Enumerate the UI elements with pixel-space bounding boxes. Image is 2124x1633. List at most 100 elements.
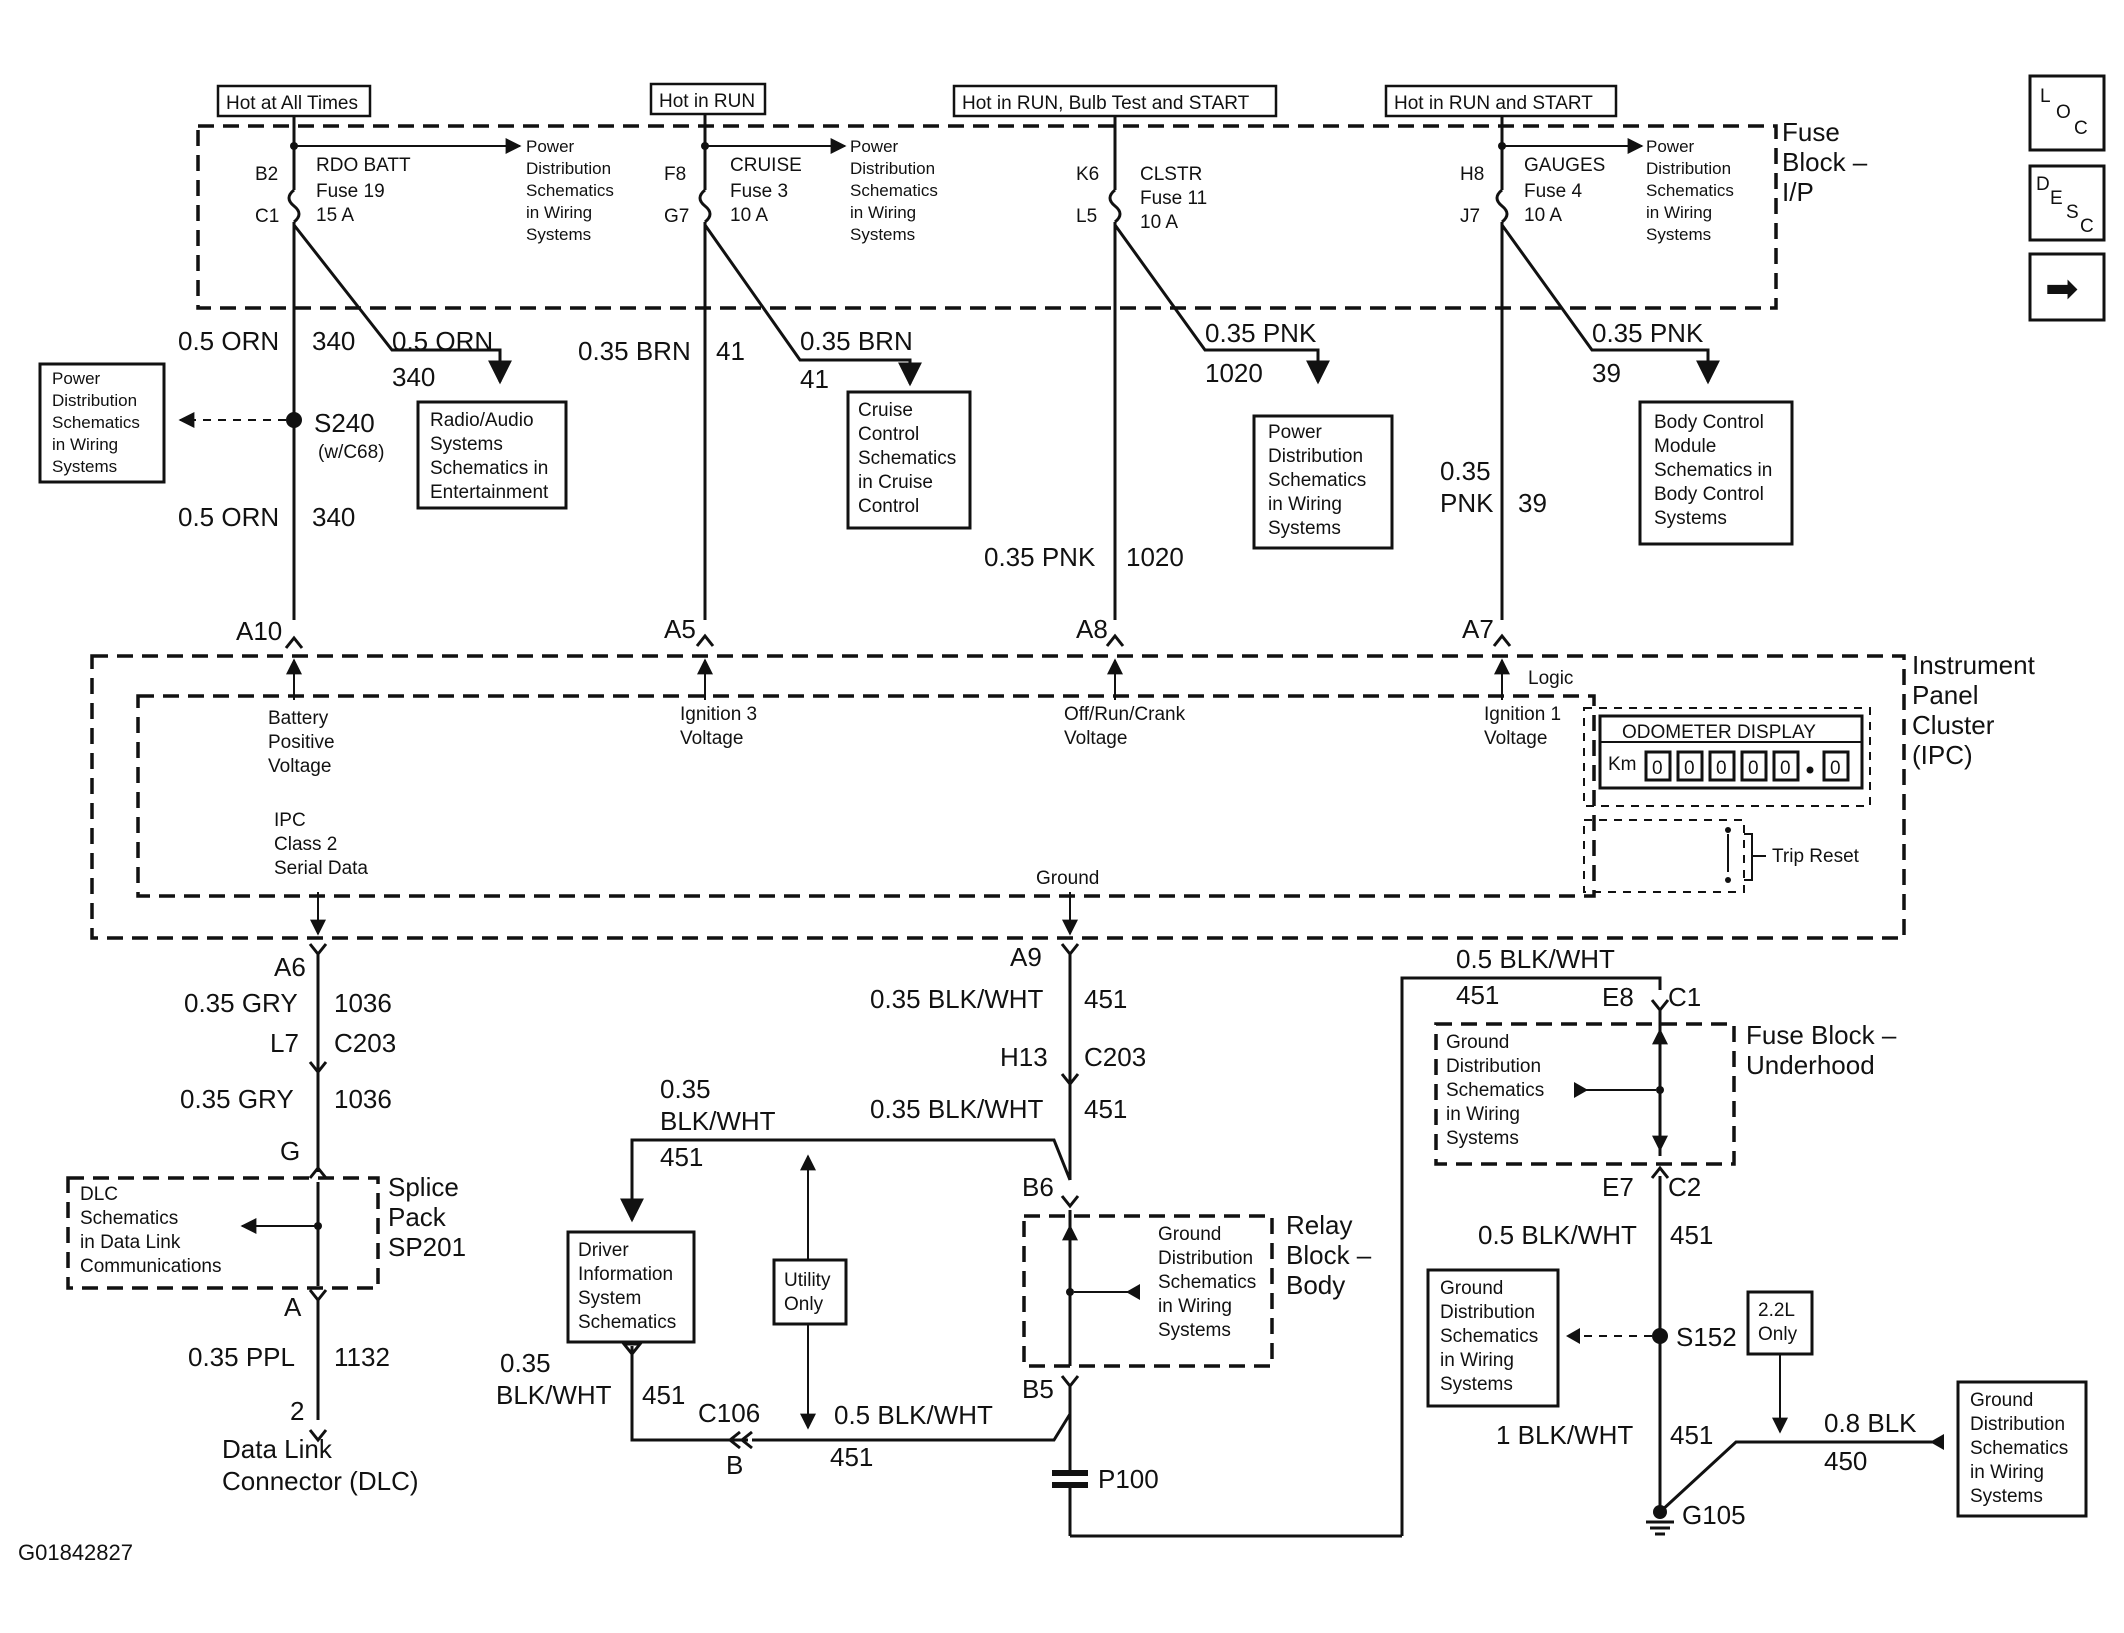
svg-text:Driver: Driver xyxy=(578,1240,629,1261)
svg-text:Schematics: Schematics xyxy=(52,413,140,432)
svg-text:Serial Data: Serial Data xyxy=(274,858,368,879)
loc-button[interactable]: L O C xyxy=(2028,74,2106,152)
box-bcm: Body Control Module Schematics in Body C… xyxy=(1638,400,1794,546)
ipc-outputs xyxy=(310,892,1078,936)
odometer-digit-box xyxy=(1644,750,1672,782)
svg-text:451: 451 xyxy=(1670,1420,1713,1450)
box-pd-left: Power Distribution Schematics in Wiring … xyxy=(38,362,166,484)
svg-text:Schematics in: Schematics in xyxy=(430,458,548,479)
svg-text:A9: A9 xyxy=(1010,942,1042,972)
svg-text:Block –: Block – xyxy=(1782,147,1868,177)
header-hot-run-bulb-start: Hot in RUN, Bulb Test and START xyxy=(962,93,1250,114)
svg-text:Systems: Systems xyxy=(52,457,117,476)
svg-text:Radio/Audio: Radio/Audio xyxy=(430,410,534,431)
svg-text:0.35 PPL: 0.35 PPL xyxy=(188,1342,295,1372)
svg-text:Schematics: Schematics xyxy=(1446,1080,1544,1101)
svg-text:Schematics in: Schematics in xyxy=(1654,460,1772,481)
svg-text:Voltage: Voltage xyxy=(1064,728,1127,749)
svg-text:C203: C203 xyxy=(334,1028,396,1058)
svg-text:1132: 1132 xyxy=(334,1342,390,1372)
svg-text:Power: Power xyxy=(850,137,899,156)
svg-text:10 A: 10 A xyxy=(730,205,768,226)
svg-text:451: 451 xyxy=(830,1442,873,1472)
svg-text:Class 2: Class 2 xyxy=(274,834,337,855)
svg-text:C106: C106 xyxy=(698,1398,760,1428)
svg-text:451: 451 xyxy=(1670,1220,1713,1250)
svg-text:Panel: Panel xyxy=(1912,680,1979,710)
svg-text:Distribution: Distribution xyxy=(1646,159,1731,178)
svg-text:in Wiring: in Wiring xyxy=(850,203,916,222)
svg-text:Distribution: Distribution xyxy=(1158,1248,1253,1269)
svg-text:Communications: Communications xyxy=(80,1256,222,1277)
svg-text:P100: P100 xyxy=(1098,1464,1159,1494)
svg-text:Fuse Block –: Fuse Block – xyxy=(1746,1020,1897,1050)
svg-text:Utility: Utility xyxy=(784,1270,831,1291)
svg-text:K6: K6 xyxy=(1076,164,1099,185)
svg-text:Schematics: Schematics xyxy=(1646,181,1734,200)
svg-text:Fuse 11: Fuse 11 xyxy=(1140,188,1207,209)
splice-s240: S240 (w/C68) xyxy=(178,408,385,463)
svg-text:39: 39 xyxy=(1518,488,1547,518)
svg-text:1020: 1020 xyxy=(1126,542,1184,572)
svg-text:E: E xyxy=(2050,188,2063,209)
fuse-clstr: K6 L5 CLSTR Fuse 11 10 A xyxy=(1076,116,1207,620)
svg-text:Distribution: Distribution xyxy=(1268,446,1363,467)
desc-button[interactable]: D E S C xyxy=(2028,164,2106,242)
fuse-block-ip-label: Fuse Block – I/P xyxy=(1782,117,1868,207)
svg-text:Schematics: Schematics xyxy=(1440,1326,1538,1347)
svg-text:in Wiring: in Wiring xyxy=(1446,1104,1520,1125)
fuse-cruise: F8 G7 CRUISE Fuse 3 10 A Power Distribut… xyxy=(664,114,938,620)
svg-text:C1: C1 xyxy=(255,206,279,227)
odometer-digit-box xyxy=(1772,750,1800,782)
svg-text:E7: E7 xyxy=(1602,1172,1634,1202)
ipc-pin-labels: A10 A5 A8 A7 xyxy=(236,614,1494,646)
svg-text:Schematics: Schematics xyxy=(1158,1272,1256,1293)
svg-text:340: 340 xyxy=(312,326,355,356)
svg-text:Body Control: Body Control xyxy=(1654,484,1764,505)
svg-text:10 A: 10 A xyxy=(1140,212,1178,233)
svg-text:S240: S240 xyxy=(314,408,375,438)
svg-text:SP201: SP201 xyxy=(388,1232,466,1262)
svg-text:(IPC): (IPC) xyxy=(1912,740,1973,770)
svg-text:Cruise: Cruise xyxy=(858,400,913,421)
svg-text:in Cruise: in Cruise xyxy=(858,472,933,493)
svg-text:0.35 BLK/WHT: 0.35 BLK/WHT xyxy=(870,984,1044,1014)
svg-text:0.35: 0.35 xyxy=(500,1348,551,1378)
odometer-digit-box xyxy=(1740,750,1768,782)
svg-text:39: 39 xyxy=(1592,358,1621,388)
svg-text:Only: Only xyxy=(1758,1324,1798,1345)
svg-text:CLSTR: CLSTR xyxy=(1140,164,1202,185)
ipc-outer-boundary xyxy=(90,654,1906,940)
svg-text:Cluster: Cluster xyxy=(1912,710,1995,740)
svg-text:O: O xyxy=(2056,102,2071,123)
odometer-digit-box xyxy=(1676,750,1704,782)
svg-text:10 A: 10 A xyxy=(1524,205,1562,226)
svg-text:2: 2 xyxy=(290,1396,304,1426)
svg-text:0.35 PNK: 0.35 PNK xyxy=(1205,318,1317,348)
svg-text:Ground: Ground xyxy=(1970,1390,2033,1411)
power-headers: Hot at All Times Hot in RUN Hot in RUN, … xyxy=(216,82,1618,118)
svg-text:0.35 BLK/WHT: 0.35 BLK/WHT xyxy=(870,1094,1044,1124)
svg-text:Systems: Systems xyxy=(430,434,503,455)
svg-text:Systems: Systems xyxy=(1970,1486,2043,1507)
svg-text:B2: B2 xyxy=(255,164,278,185)
dlc-path: A6 0.35 GRY 1036 L7 C203 0.35 GRY 1036 G… xyxy=(66,943,466,1496)
fuse-gauges: H8 J7 GAUGES Fuse 4 10 A Power Distribut… xyxy=(1460,116,1734,620)
svg-text:0.5 BLK/WHT: 0.5 BLK/WHT xyxy=(834,1400,993,1430)
svg-text:0.5 BLK/WHT: 0.5 BLK/WHT xyxy=(1478,1220,1637,1250)
svg-text:0.35 BRN: 0.35 BRN xyxy=(578,336,691,366)
svg-text:System: System xyxy=(578,1288,641,1309)
svg-text:A8: A8 xyxy=(1076,614,1108,644)
next-arrow-button[interactable]: ➡ xyxy=(2028,252,2106,322)
fuse-block-ip-boundary xyxy=(196,124,1778,310)
svg-text:0.5 ORN: 0.5 ORN xyxy=(178,502,279,532)
svg-text:15 A: 15 A xyxy=(316,205,354,226)
svg-text:BLK/WHT: BLK/WHT xyxy=(496,1380,612,1410)
svg-text:G7: G7 xyxy=(664,206,689,227)
svg-text:0.5 BLK/WHT: 0.5 BLK/WHT xyxy=(1456,944,1615,974)
svg-text:GAUGES: GAUGES xyxy=(1524,155,1605,176)
svg-text:Body: Body xyxy=(1286,1270,1345,1300)
svg-text:0.35: 0.35 xyxy=(1440,456,1491,486)
wire-labels-top: 0.5 ORN 340 0.5 ORN 340 0.5 ORN 340 0.35… xyxy=(178,318,1704,572)
svg-text:0.5 ORN: 0.5 ORN xyxy=(392,326,493,356)
